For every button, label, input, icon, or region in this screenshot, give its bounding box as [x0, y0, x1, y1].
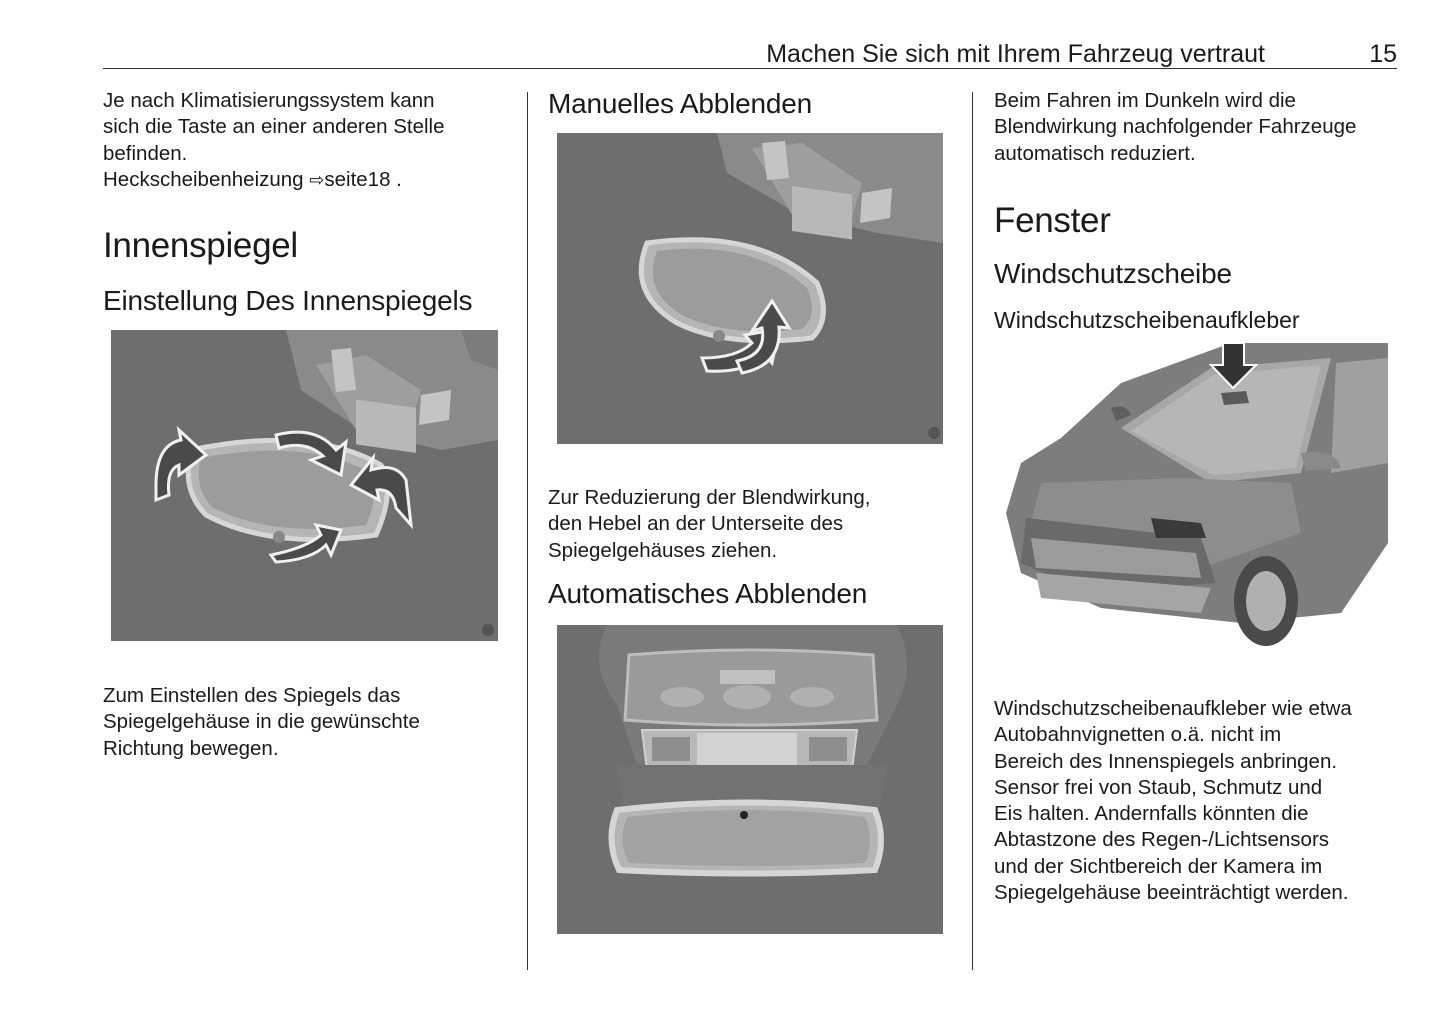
figure-mirror-adjust	[111, 330, 498, 641]
right-text-line: Eis halten. Andernfalls könnten die	[994, 802, 1309, 826]
intro-line: sich die Taste an einer anderen Stelle	[103, 115, 445, 139]
figure-mirror-lever	[557, 133, 943, 444]
column-divider-left	[527, 92, 528, 970]
xref-suffix: .	[390, 167, 402, 191]
caption-mirror-adjust: Zum Einstellen des Spiegels das Spiegelg…	[103, 683, 513, 762]
caption-line: Zum Einstellen des Spiegels das	[103, 684, 401, 707]
auto-dimming-mirror-illustration	[557, 625, 943, 934]
manual-text-line: Spiegelgehäuses ziehen.	[548, 538, 778, 562]
right-text-line: Bereich des Innenspiegels anbringen.	[994, 749, 1338, 773]
manual-dimming-text: Zur Reduzierung der Blendwirkung, den He…	[548, 485, 958, 564]
caption-line: Richtung bewegen.	[103, 736, 279, 760]
figure-car-windshield	[1001, 343, 1388, 655]
xref-text: Heckscheibenheizung	[103, 167, 310, 191]
mirror-lever-illustration	[557, 133, 943, 444]
section-title-innenspiegel: Innenspiegel	[103, 226, 298, 265]
subsection-title-einstellung: Einstellung Des Innenspiegels	[103, 285, 473, 316]
right-text-line: Windschutzscheibenaufkleber wie etwa	[994, 697, 1352, 720]
right-text-line: Spiegelgehäuse beeinträchtigt werden.	[994, 881, 1349, 905]
caption-line: Spiegelgehäuse in die gewünschte	[103, 710, 420, 734]
section-title-automatisches-abblenden: Automatisches Abblenden	[548, 578, 868, 609]
cross-reference: Heckscheibenheizung ⇨seite18 .	[103, 167, 513, 194]
right-intro-line: Beim Fahren im Dunkeln wird die	[994, 89, 1296, 112]
right-text-line: und der Sichtbereich der Kamera im	[994, 854, 1323, 878]
mirror-adjust-arrows-illustration	[111, 330, 498, 641]
intro-line: befinden.	[103, 141, 188, 165]
right-intro-text: Beim Fahren im Dunkeln wird die Blendwir…	[994, 88, 1394, 167]
column-divider-right	[972, 92, 973, 970]
subsubsection-title-aufkleber: Windschutzscheibenaufkleber	[994, 307, 1300, 333]
manual-text-line: den Hebel an der Unterseite des	[548, 512, 844, 536]
section-title-fenster: Fenster	[994, 201, 1111, 240]
subsection-title-windschutzscheibe: Windschutzscheibe	[994, 258, 1232, 289]
xref-arrow-icon: ⇨	[309, 169, 325, 191]
xref-link[interactable]: seite18	[324, 167, 391, 191]
right-intro-line: automatisch reduziert.	[994, 141, 1196, 165]
page-number: 15	[1369, 40, 1397, 68]
manual-text-line: Zur Reduzierung der Blendwirkung,	[548, 486, 871, 509]
intro-line: Je nach Klimatisierungssystem kann	[103, 89, 435, 112]
section-title-manuelles-abblenden: Manuelles Abblenden	[548, 88, 812, 119]
right-body-text: Windschutzscheibenaufkleber wie etwa Aut…	[994, 696, 1394, 906]
right-text-line: Autobahnvignetten o.ä. nicht im	[994, 723, 1282, 747]
running-header-title: Machen Sie sich mit Ihrem Fahrzeug vertr…	[766, 40, 1265, 68]
left-intro-text: Je nach Klimatisierungssystem kann sich …	[103, 88, 513, 194]
right-text-line: Sensor frei von Staub, Schmutz und	[994, 775, 1323, 799]
header-rule	[103, 68, 1397, 69]
right-intro-line: Blendwirkung nachfolgender Fahrzeuge	[994, 115, 1357, 139]
right-text-line: Abtastzone des Regen-/Lichtsensors	[994, 828, 1330, 852]
car-windshield-sticker-illustration	[1001, 343, 1388, 655]
figure-auto-dimming	[557, 625, 943, 934]
